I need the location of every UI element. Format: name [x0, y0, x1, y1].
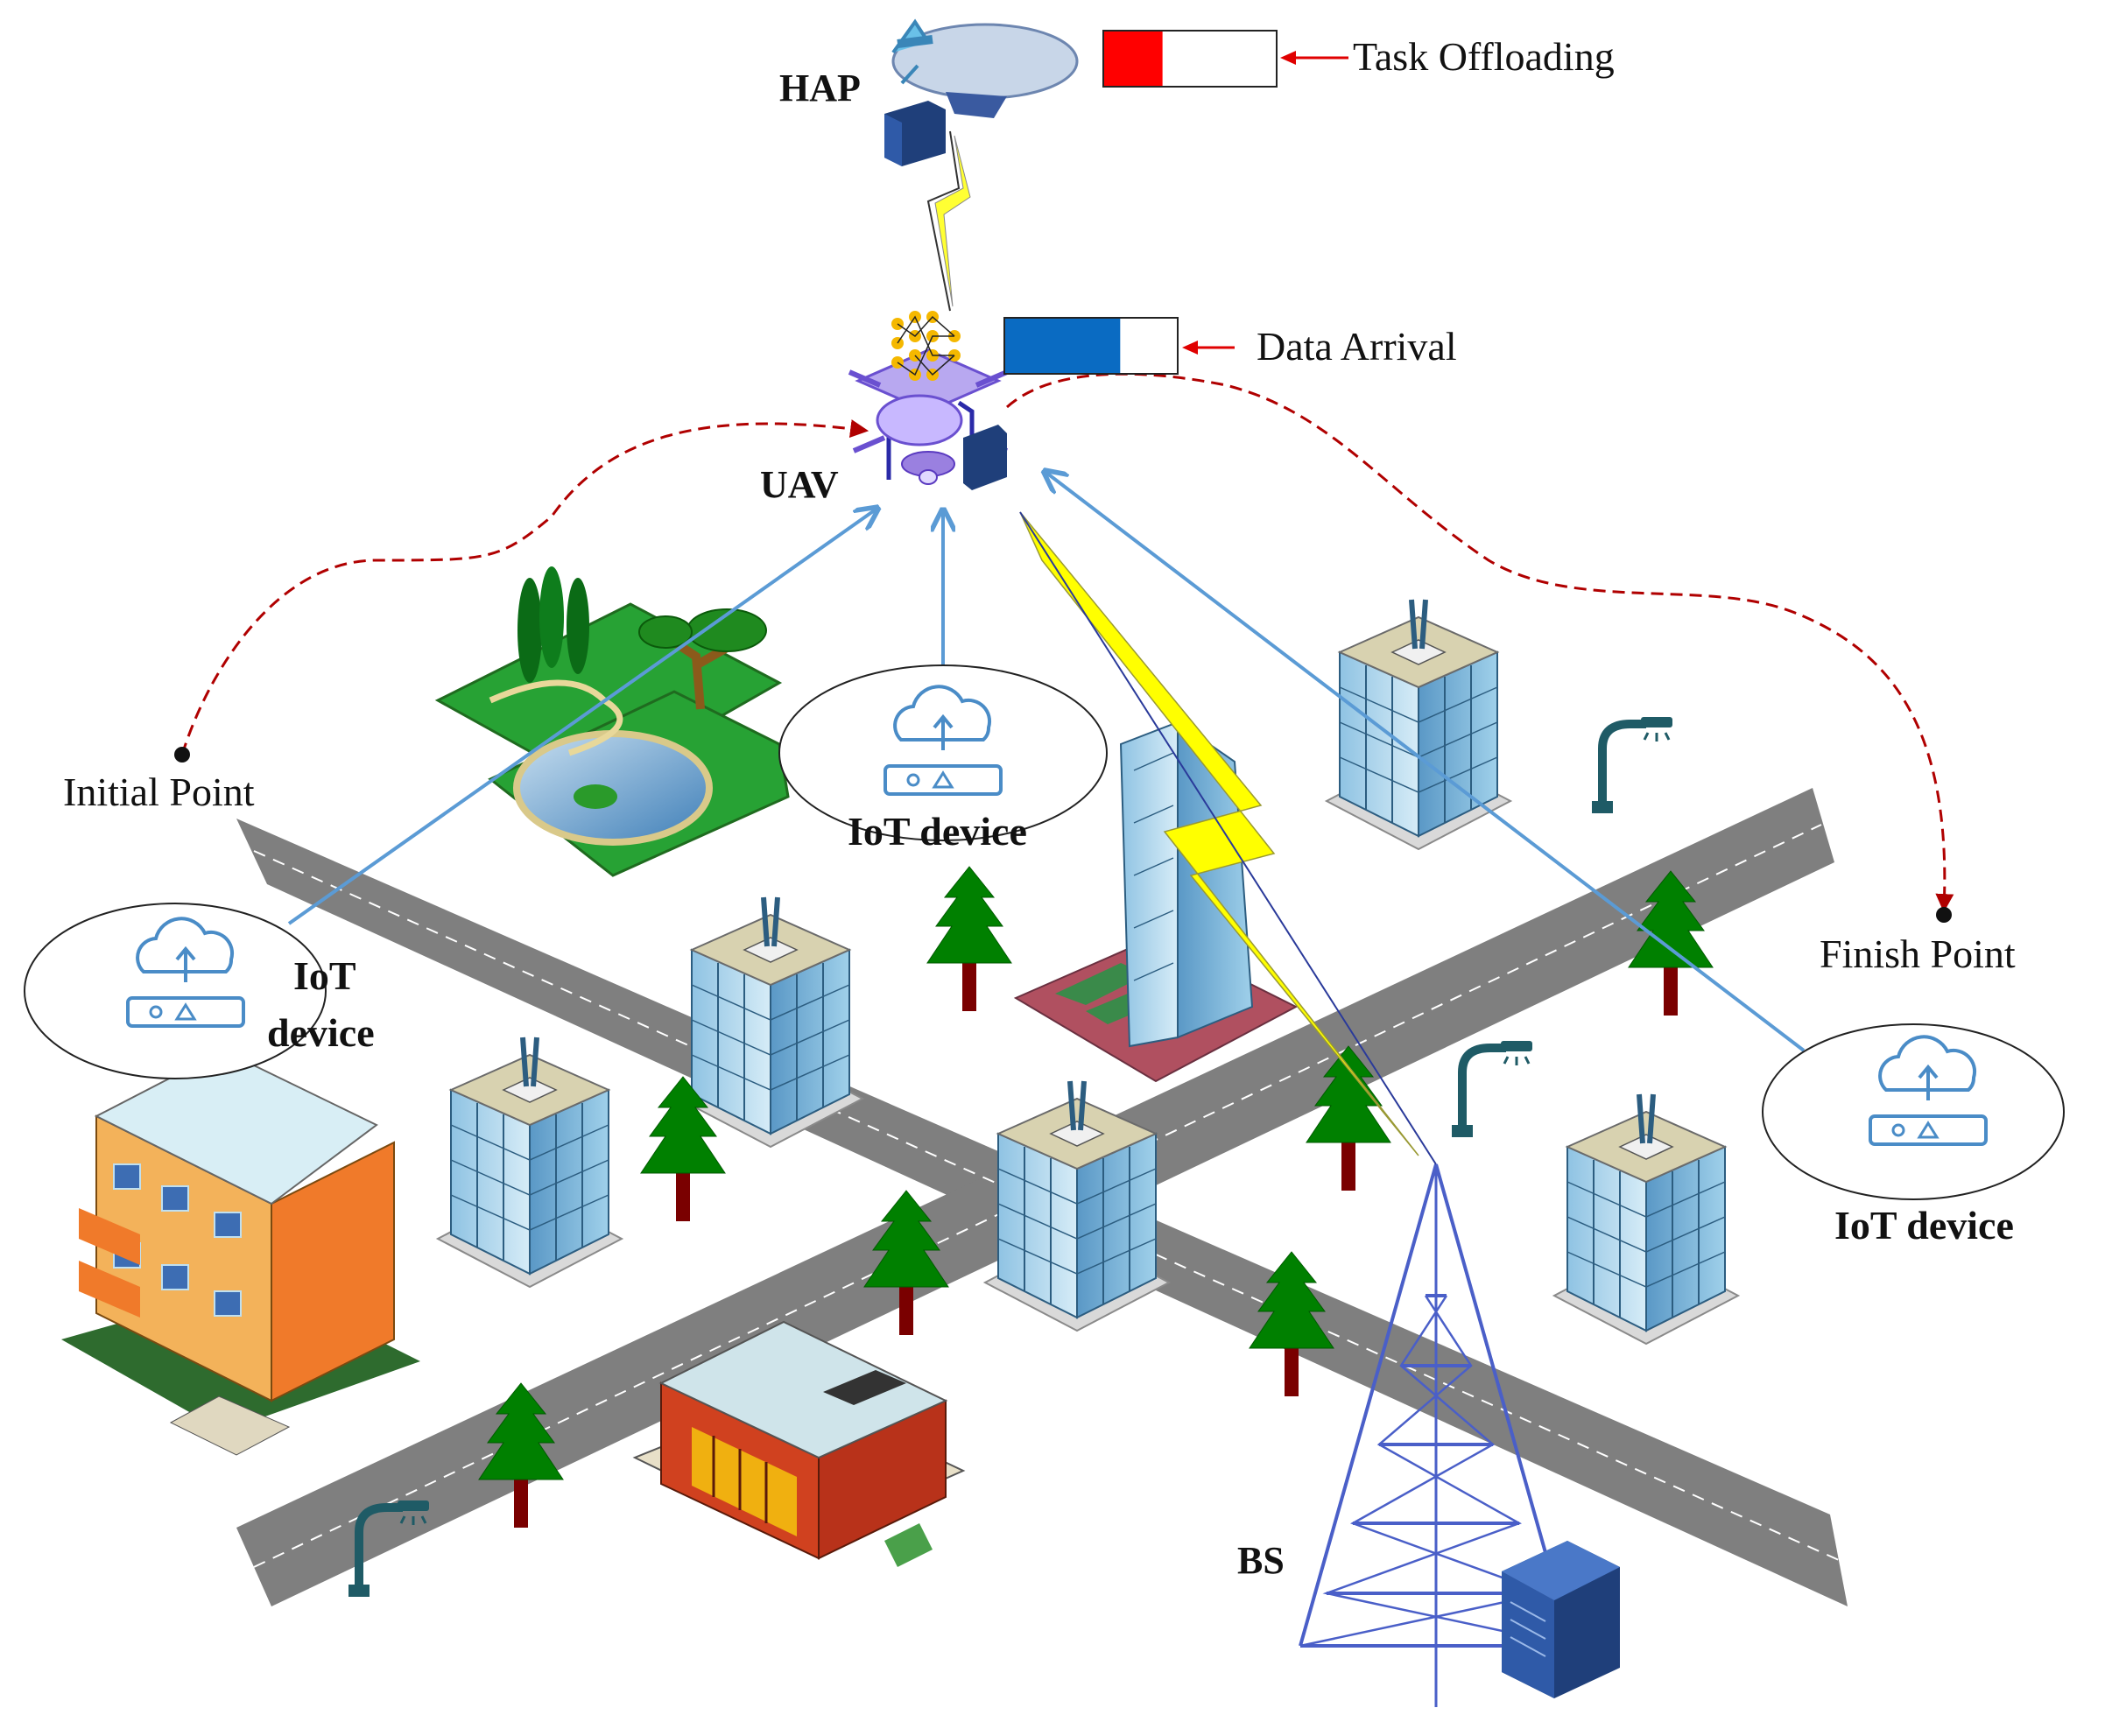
park-icon: [434, 566, 790, 877]
hap-uav-link: [926, 130, 961, 312]
finish-point-marker: [1936, 907, 1952, 923]
tree-icon: [926, 866, 1012, 1012]
iot-device-label: IoT: [293, 953, 356, 998]
queue-fill: [1104, 32, 1163, 86]
iot-device-label: IoT device: [848, 809, 1027, 854]
server-icon: [884, 101, 946, 166]
neural-network-icon: [891, 311, 961, 381]
finish-point-label: Finish Point: [1820, 931, 2016, 976]
iot-device-center: [778, 664, 1108, 841]
apartment-building-icon: [61, 1049, 420, 1456]
iot-device-label: device: [267, 1010, 375, 1055]
tower-icon: [1299, 1163, 1573, 1707]
uplink-arrow-right: [1046, 473, 1806, 1052]
building-icon: [679, 897, 862, 1147]
store-icon: [632, 1320, 966, 1567]
queue-fill: [1005, 319, 1121, 373]
task-offloading-label: Task Offloading: [1353, 34, 1615, 79]
trajectory-path: [180, 419, 869, 756]
task-offloading-queue: [1102, 30, 1348, 88]
uplink-arrow-left: [287, 510, 876, 925]
building-icon: [1327, 600, 1510, 849]
building-icon: [1554, 1094, 1738, 1344]
lightning-icon: [1019, 511, 1419, 1156]
lightning-icon: [934, 135, 971, 307]
initial-point-marker: [174, 747, 190, 763]
iot-device-left: [24, 903, 327, 1079]
data-arrival-label: Data Arrival: [1257, 324, 1457, 369]
bs-label: BS: [1237, 1539, 1285, 1582]
street-lamp-icon: [1452, 1041, 1532, 1137]
server-icon: [1502, 1541, 1620, 1698]
data-arrival-queue: [1003, 317, 1235, 375]
airship-icon: [891, 18, 1079, 118]
building-icon: [438, 1037, 622, 1287]
initial-point-label: Initial Point: [63, 770, 255, 814]
uplink-arrows: [287, 473, 1806, 1052]
uav-label: UAV: [760, 463, 839, 506]
hap-label: HAP: [779, 67, 861, 109]
trajectory-path: [1005, 372, 1954, 913]
street-lamp-icon: [1592, 717, 1672, 813]
iot-device-label: IoT device: [1834, 1203, 2014, 1248]
iot-device-right: [1762, 1023, 2065, 1200]
